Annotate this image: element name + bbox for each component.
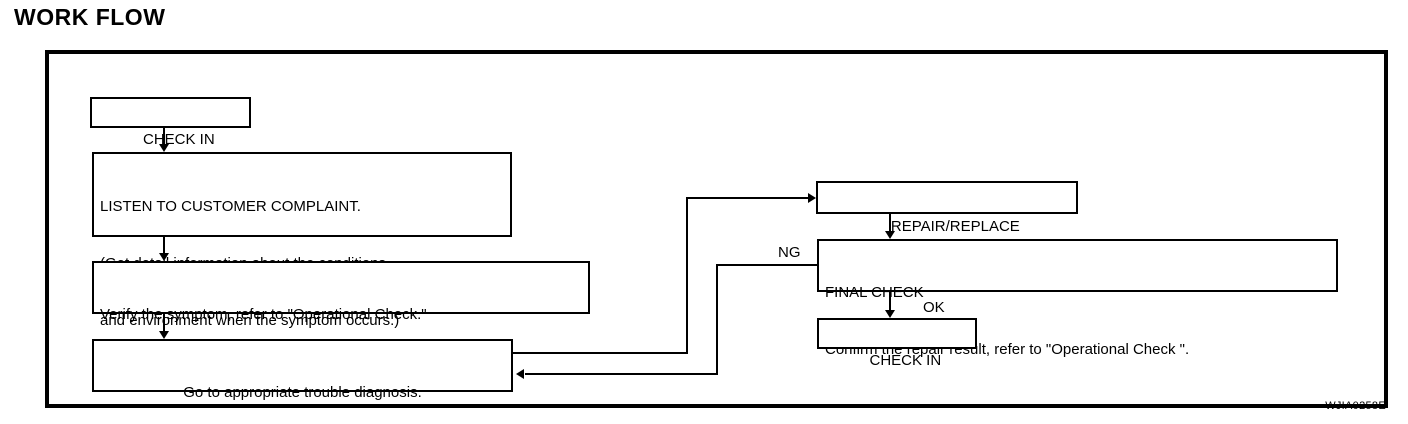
node-verify-line-1: Verify the symptom, refer to "Operationa… — [100, 306, 427, 323]
connector-diagnosis-to-repair-segment-vertical — [686, 197, 688, 354]
connector-listen-to-verify — [163, 237, 165, 254]
node-check-in-start-label: CHECK IN — [142, 131, 215, 148]
arrowhead-diagnosis-to-repair — [808, 193, 816, 203]
connector-repair-to-final-check — [889, 214, 891, 231]
connector-final-check-ng-segment-horizontal-upper — [716, 264, 817, 266]
node-listen-line-3: and environment when the symptom occurs.… — [100, 312, 400, 329]
arrowhead-verify-to-diagnosis — [159, 331, 169, 339]
arrowhead-listen-to-verify — [159, 253, 169, 261]
arrowhead-repair-to-final-check — [885, 231, 895, 239]
node-verify-symptom: Verify the symptom, refer to "Operationa… — [92, 261, 590, 380]
node-go-to-trouble-diagnosis: Go to appropriate trouble diagnosis. Ref… — [92, 339, 513, 401]
connector-verify-to-diagnosis — [163, 314, 165, 331]
node-repair-replace-label: REPAIR/REPLACE — [890, 218, 1020, 235]
connector-diagnosis-to-repair-segment-horizontal-upper — [686, 197, 808, 199]
node-check-in-end: CHECK IN — [817, 318, 977, 369]
node-check-in-end-label: CHECK IN — [869, 352, 942, 369]
arrowhead-check-in-to-listen — [159, 144, 169, 152]
arrowhead-final-check-ng-to-diagnosis — [516, 369, 524, 379]
connector-final-check-ng-segment-horizontal-lower — [525, 373, 718, 375]
diagram-frame — [45, 50, 1388, 408]
connector-check-in-to-listen — [163, 128, 165, 145]
node-listen-line-1: LISTEN TO CUSTOMER COMPLAINT. — [100, 198, 361, 215]
connector-final-check-to-check-in — [889, 292, 891, 310]
connector-diagnosis-to-repair-segment-horizontal-lower — [513, 352, 688, 354]
edge-label-ok: OK — [923, 299, 945, 316]
node-final-check: FINAL CHECK Confirm the repair result, r… — [817, 239, 1338, 358]
node-check-in-start: CHECK IN — [90, 97, 251, 148]
edge-label-ng: NG — [778, 244, 801, 261]
connector-final-check-ng-segment-vertical — [716, 264, 718, 374]
node-final-check-line-1: FINAL CHECK — [825, 284, 924, 301]
node-listen-to-customer-complaint: LISTEN TO CUSTOMER COMPLAINT. (Get detai… — [92, 152, 512, 329]
node-repair-replace: REPAIR/REPLACE — [816, 181, 1078, 235]
figure-id: WJIA0258E — [1325, 400, 1386, 412]
arrowhead-final-check-to-check-in — [885, 310, 895, 318]
page-title: WORK FLOW — [14, 4, 166, 30]
node-diagnosis-line-1: Go to appropriate trouble diagnosis. — [183, 384, 422, 401]
